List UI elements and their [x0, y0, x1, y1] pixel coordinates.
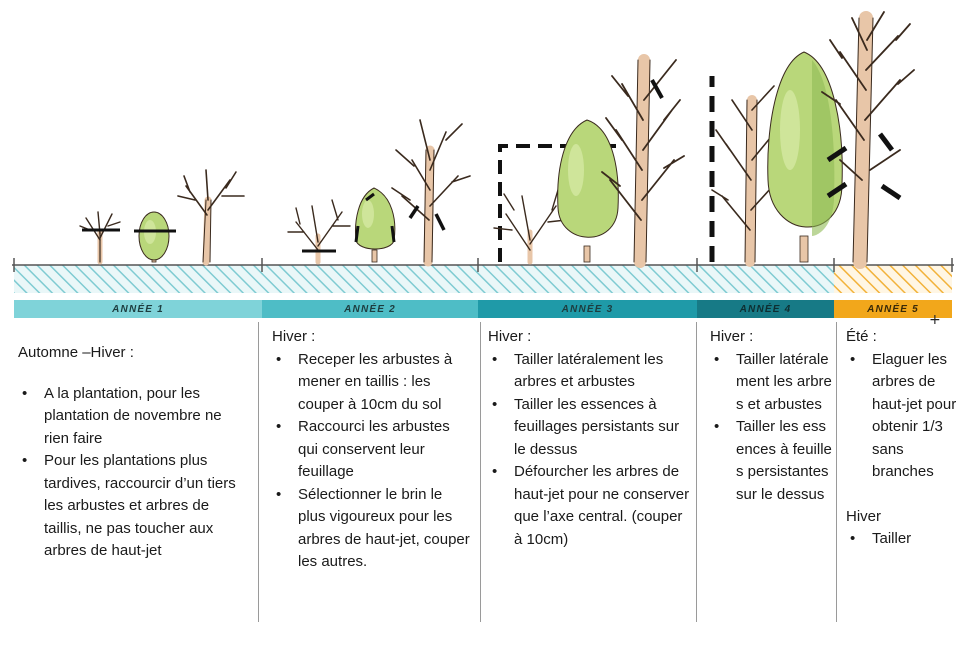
year1-tree-bare: [178, 170, 244, 262]
list-item: A la plantation, pour les plantation de …: [18, 383, 250, 451]
ground-hatch-summer: [834, 265, 952, 293]
year1-shrub-bare: [80, 212, 120, 262]
year-label-3: ANNÉE 3: [562, 304, 614, 315]
year-bar-4: ANNÉE 4: [697, 300, 834, 318]
column-heading: Hiver :: [710, 326, 834, 349]
year3-shrub-bare: [494, 190, 566, 262]
tree-growth-illustration: [0, 0, 962, 300]
column-subheading: Hiver: [846, 506, 958, 529]
column-heading: Été :: [846, 326, 958, 349]
year-label-5: ANNÉE 5: [867, 304, 919, 315]
list-item: Tailler les essences à feuilles persista…: [710, 416, 834, 506]
ground-hatch: [14, 265, 834, 293]
instruction-list: A la plantation, pour les plantation de …: [18, 383, 250, 563]
list-item: Défourcher les arbres de haut-jet pour n…: [488, 461, 692, 551]
year-label-4: ANNÉE 4: [740, 304, 792, 315]
year-label-2: ANNÉE 2: [344, 304, 396, 315]
year-bar-2: ANNÉE 2: [262, 300, 478, 318]
column-year4: Hiver : Tailler latéralement les arbres …: [710, 326, 834, 506]
column-year5: Été : Elaguer les arbres de haut-jet pou…: [846, 326, 958, 551]
list-item: Elaguer les arbres de haut-jet pour obte…: [846, 349, 958, 484]
year1-evergreen: [139, 212, 169, 262]
year-bar-1: ANNÉE 1: [14, 300, 262, 318]
column-year1: Automne –Hiver : A la plantation, pour l…: [18, 342, 250, 563]
year2-evergreen: [356, 188, 395, 262]
list-item: Pour les plantations plus tardives, racc…: [18, 450, 250, 563]
list-item: Receper les arbustes à mener en taillis …: [272, 349, 472, 417]
column-separator: [696, 322, 697, 622]
instruction-list: Elaguer les arbres de haut-jet pour obte…: [846, 349, 958, 484]
column-heading: Automne –Hiver :: [18, 342, 250, 365]
year2-tree-bare: [392, 120, 470, 262]
year-bar-3: ANNÉE 3: [478, 300, 697, 318]
instruction-list: Tailler: [846, 528, 958, 551]
column-separator: [480, 322, 481, 622]
list-item: Tailler latéralement les arbres et arbus…: [488, 349, 692, 394]
year3-evergreen: [558, 120, 619, 262]
column-heading: Hiver :: [272, 326, 472, 349]
column-separator: [258, 322, 259, 622]
column-heading: Hiver :: [488, 326, 692, 349]
instruction-list: Tailler latéralement les arbres et arbus…: [488, 349, 692, 552]
instruction-list: Receper les arbustes à mener en taillis …: [272, 349, 472, 574]
list-item: Sélectionner le brin le plus vigoureux p…: [272, 484, 472, 574]
column-year3: Hiver : Tailler latéralement les arbres …: [488, 326, 692, 551]
year2-shrub-bare: [288, 200, 350, 262]
column-year2: Hiver : Receper les arbustes à mener en …: [272, 326, 472, 574]
list-item: Tailler latéralement les arbres et arbus…: [710, 349, 834, 417]
list-item: Tailler: [846, 528, 958, 551]
list-item: Raccourci les arbustes qui conservent le…: [272, 416, 472, 484]
list-item: Tailler les essences à feuillages persis…: [488, 394, 692, 462]
year-label-1: ANNÉE 1: [112, 304, 164, 315]
instruction-list: Tailler latéralement les arbres et arbus…: [710, 349, 834, 507]
column-separator: [836, 322, 837, 622]
